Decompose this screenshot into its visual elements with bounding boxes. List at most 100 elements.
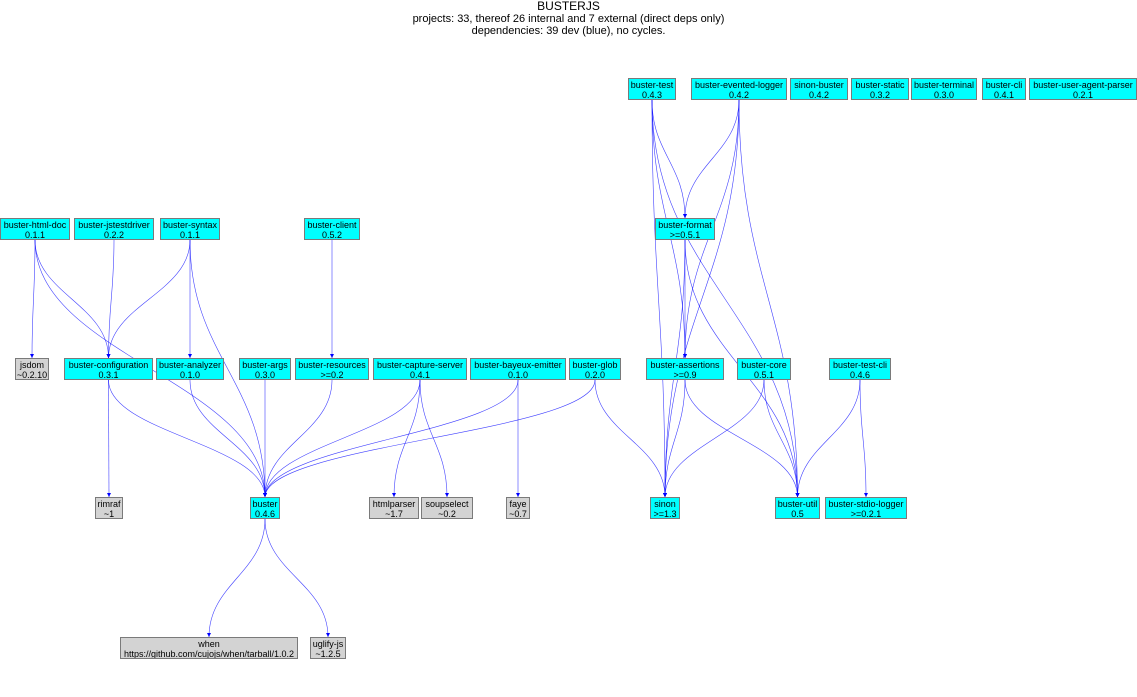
node-version: 0.4.6 [849,370,871,380]
edge-buster-syntax-to-buster [189,239,268,498]
node-name: sinon [654,499,676,509]
edge-buster-configuration-to-buster [108,379,268,498]
edge-buster-core-to-sinon [662,379,765,498]
edge-buster-test-to-buster-format [651,99,688,219]
node-version: 0.5.1 [753,370,775,380]
edge-buster-configuration-to-rimraf [106,379,112,498]
node-jsdom: jsdom~0.2.10 [15,358,49,380]
edge-buster-glob-to-sinon [594,379,668,498]
node-version: 0.1.0 [179,370,201,380]
node-version: 0.5 [791,509,804,519]
node-name: buster-bayeux-emitter [474,360,562,370]
edge-buster-syntax-to-buster-configuration [106,239,191,359]
node-name: buster-test [630,80,674,90]
edge-buster-to-when [206,518,266,638]
node-name: buster-configuration [68,360,149,370]
edge-buster-to-uglify-js [264,518,331,638]
node-version: 0.2.1 [1072,90,1094,100]
node-version: 0.2.0 [584,370,606,380]
node-name: buster-static [855,80,905,90]
node-version: 0.4.2 [728,90,750,100]
node-buster-format: buster-format>=0.5.1 [655,218,715,240]
projects-summary: projects: 33, thereof 26 internal and 7 … [412,13,725,25]
node-version: 0.3.1 [98,370,119,380]
node-name: buster-cli [985,80,1023,90]
node-sinon: sinon>=1.3 [650,497,680,519]
node-name: buster-client [307,220,357,230]
edge-buster-capture-server-to-soupselect [419,379,450,498]
node-version: ~0.7 [509,509,527,519]
node-soupselect: soupselect~0.2 [421,497,473,519]
node-name: buster [252,499,278,509]
node-name: buster-html-doc [3,220,67,230]
node-version: ~1.2.5 [315,649,341,659]
edge-buster-evented-logger-to-buster-util [738,99,800,498]
edge-buster-capture-server-to-buster [262,379,421,498]
node-name: buster-user-agent-parser [1033,80,1133,90]
node-name: buster-terminal [913,80,975,90]
node-name: buster-capture-server [376,360,464,370]
node-version: 0.2.2 [103,230,125,240]
node-version: >=0.9 [673,370,697,380]
node-version: ~1 [103,509,115,519]
edge-buster-test-cli-to-buster-stdio-logger [859,379,869,498]
dependencies-summary: dependencies: 39 dev (blue), no cycles. [471,25,666,37]
node-name: uglify-js [312,639,344,649]
edge-buster-test-cli-to-buster-util [795,379,861,498]
edge-buster-assertions-to-sinon [662,379,686,498]
node-name: buster-syntax [162,220,218,230]
node-name: buster-glob [572,360,618,370]
edge-buster-test-to-sinon [651,99,668,498]
edge-buster-test-to-buster-util [651,99,800,498]
node-name: buster-evented-logger [694,80,784,90]
node-name: buster-stdio-logger [828,499,904,509]
node-name: rimraf [97,499,121,509]
node-version: 0.3.2 [869,90,891,100]
edge-buster-jstestdriver-to-buster-configuration [106,239,115,359]
node-name: buster-resources [298,360,366,370]
node-name: buster-assertions [650,360,720,370]
edge-buster-evented-logger-to-buster-format [682,99,740,219]
node-version: >=0.2.1 [850,509,882,519]
node-version: 0.5.2 [321,230,343,240]
node-version: ~1.7 [385,509,403,519]
node-rimraf: rimraf~1 [95,497,123,519]
edge-buster-bayeux-emitter-to-buster [262,379,519,498]
node-version: https://github.com/cujojs/when/tarball/1… [123,649,295,659]
node-version: 0.4.1 [409,370,431,380]
diagram-header: BUSTERJS projects: 33, thereof 26 intern… [0,0,1137,37]
node-buster-assertions: buster-assertions>=0.9 [646,358,724,380]
node-name: faye [509,499,527,509]
node-version: 0.3.0 [254,370,276,380]
node-buster-stdio-logger: buster-stdio-logger>=0.2.1 [825,497,907,519]
edge-buster-assertions-to-buster-util [684,379,800,498]
node-name: buster-core [741,360,787,370]
node-name: buster-analyzer [158,360,222,370]
node-version: 0.3.0 [933,90,955,100]
node-name: when [198,639,220,649]
node-name: buster-format [658,220,712,230]
node-version: 0.4.2 [808,90,830,100]
node-name: buster-util [777,499,818,509]
node-buster-resources: buster-resources>=0.2 [295,358,369,380]
node-version: >=1.3 [653,509,677,519]
node-faye: faye~0.7 [506,497,530,519]
node-name: buster-test-cli [832,360,887,370]
